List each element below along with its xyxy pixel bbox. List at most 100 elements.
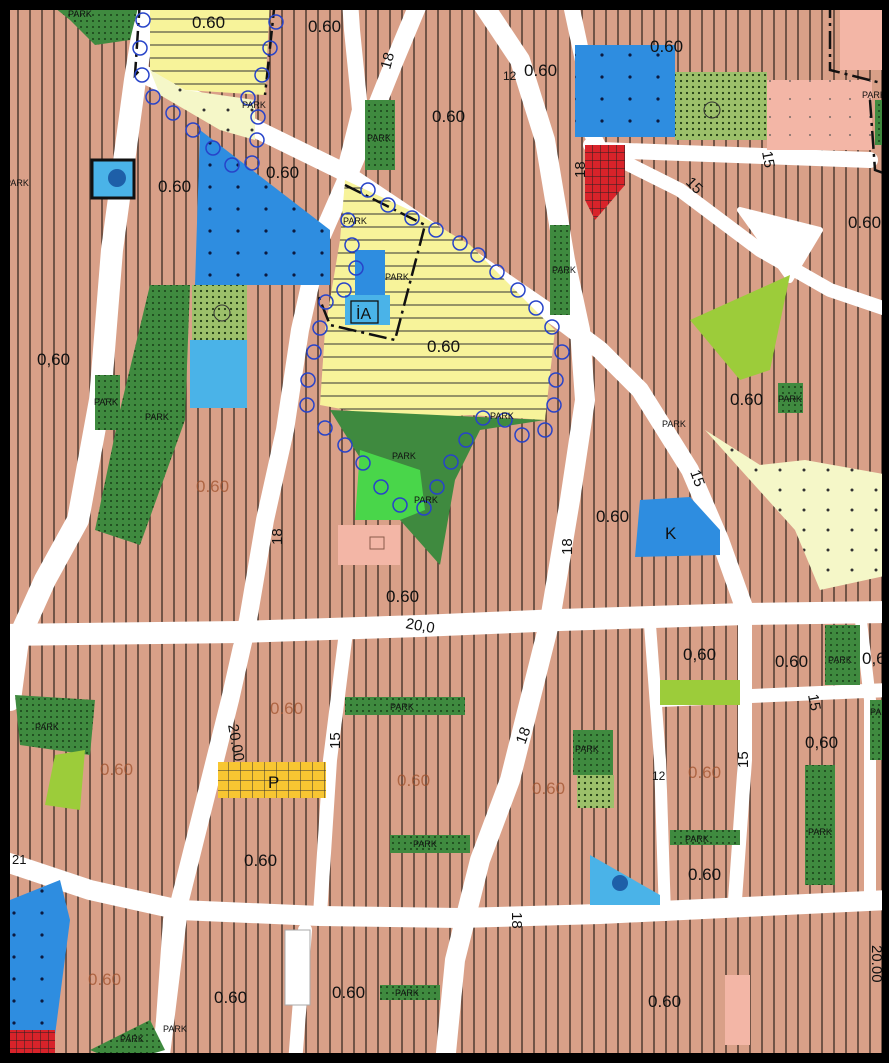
park-label-6: PARK bbox=[552, 265, 576, 275]
density-label-14: 0.60 bbox=[386, 587, 419, 606]
park-label-1: PARK bbox=[68, 9, 92, 19]
density-label-5: 0.60 bbox=[432, 107, 465, 126]
density-label-15: 0,60 bbox=[683, 645, 716, 664]
education-zone-left bbox=[10, 880, 70, 1035]
density-label-12: 0.60 bbox=[196, 477, 229, 496]
education-zone-large bbox=[195, 130, 330, 285]
density-label-24: 0.60 bbox=[244, 851, 277, 870]
density-label-11: 0.60 bbox=[730, 390, 763, 409]
park-label-16: PARK bbox=[575, 744, 599, 754]
park-strip-east bbox=[550, 225, 570, 315]
park-label-9: PARK bbox=[490, 411, 514, 421]
density-label-17: 0,6 bbox=[862, 649, 886, 668]
density-label-2: 0.60 bbox=[308, 17, 341, 36]
density-label-8: 0.60 bbox=[848, 213, 881, 232]
pink-zone-top-right bbox=[767, 80, 872, 150]
park-label-17: PARK bbox=[828, 655, 852, 665]
sports-circle-icon-2 bbox=[703, 101, 721, 119]
park-bright-green bbox=[355, 450, 425, 520]
park-strip-top bbox=[365, 100, 395, 170]
density-label-10: 0,60 bbox=[37, 350, 70, 369]
park-label-15: PARK bbox=[390, 702, 414, 712]
park-label-7: PARK bbox=[94, 397, 118, 407]
density-label-3: 0.60 bbox=[650, 37, 683, 56]
density-label-27: 0.60 bbox=[214, 988, 247, 1007]
density-label-1: 0.60 bbox=[192, 13, 225, 32]
road-width-18-d: 18 bbox=[559, 538, 576, 555]
education-zone-k bbox=[635, 497, 720, 557]
road-width-15-f: 15 bbox=[735, 751, 752, 768]
road-width-15-a: 15 bbox=[758, 150, 778, 169]
pale-zone-east bbox=[705, 430, 889, 590]
park-label-11: PARK bbox=[778, 394, 802, 404]
pink-zone-bottom bbox=[725, 975, 750, 1045]
road-width-12-a: 12 bbox=[503, 69, 517, 83]
sports-circle-icon bbox=[213, 304, 231, 322]
park-label-3: PARK bbox=[367, 133, 391, 143]
park-lime-bar bbox=[660, 680, 740, 705]
park-label-12: PARK bbox=[392, 451, 416, 461]
road-width-15-d: 15 bbox=[804, 693, 824, 712]
park-small-east bbox=[778, 383, 803, 413]
road-width-12-b: 12 bbox=[652, 769, 666, 783]
density-label-6: 0.60 bbox=[158, 177, 191, 196]
park-label-18: PARK bbox=[413, 839, 437, 849]
sports-dotted-1 bbox=[192, 285, 247, 340]
road-width-18-c: 18 bbox=[269, 528, 286, 545]
density-label-13: 0.60 bbox=[596, 507, 629, 526]
park-center-south bbox=[573, 730, 613, 775]
park-left-mid bbox=[15, 695, 95, 755]
park-bar-2 bbox=[390, 835, 470, 853]
park-bottom-left bbox=[90, 1020, 165, 1063]
ia-label-box bbox=[350, 300, 379, 324]
park-top-left bbox=[45, 0, 140, 45]
park-lime bbox=[690, 275, 790, 380]
education-zone-top bbox=[575, 45, 675, 137]
road-width-21-edge: 21 bbox=[12, 852, 26, 867]
density-label-21: 0.60 bbox=[397, 771, 430, 790]
park-label-14: PARK bbox=[35, 722, 59, 732]
density-label-18: 0.60 bbox=[270, 699, 303, 718]
density-label-28: 0.60 bbox=[332, 983, 365, 1002]
density-label-19: 0,60 bbox=[805, 733, 838, 752]
park-label-24: PARK bbox=[862, 90, 886, 100]
density-label-23: 0.60 bbox=[688, 763, 721, 782]
road-width-20-b: 20.00 bbox=[868, 945, 885, 983]
density-label-25: 0.60 bbox=[688, 865, 721, 884]
density-label-4: 0.60 bbox=[524, 61, 557, 80]
ia-label: İA bbox=[356, 304, 371, 323]
health-zone-left bbox=[190, 340, 247, 408]
park-label-4: PARK bbox=[343, 216, 367, 226]
density-label-26: 0.60 bbox=[88, 970, 121, 989]
park-lime-left bbox=[45, 750, 85, 810]
park-label-25: PARK bbox=[870, 707, 889, 717]
facility-square-icon bbox=[369, 536, 385, 550]
park-west bbox=[95, 285, 190, 545]
road-width-18-a: 18 bbox=[377, 51, 398, 72]
density-label-9: 0.60 bbox=[427, 337, 460, 356]
park-label-10: PARK bbox=[662, 419, 686, 429]
park-label-21: PARK bbox=[395, 988, 419, 998]
park-small-west bbox=[95, 375, 120, 430]
park-central-triangle bbox=[330, 410, 545, 565]
density-label-16: 0.60 bbox=[775, 652, 808, 671]
density-label-20: 0.60 bbox=[100, 760, 133, 779]
park-center-south-dots bbox=[577, 775, 614, 808]
pink-zone-park-south bbox=[338, 525, 400, 565]
park-label-5: PARK bbox=[385, 272, 409, 282]
road-width-15-c: 15 bbox=[686, 468, 708, 489]
road-width-18-f: 18 bbox=[508, 912, 525, 929]
health-symbol-icon-2 bbox=[612, 875, 628, 891]
commercial-zone-center bbox=[320, 180, 555, 420]
red-grid-north bbox=[585, 145, 625, 220]
road-width-20-comma: 20,0 bbox=[404, 615, 436, 637]
park-label-23: PARK bbox=[163, 1024, 187, 1034]
white-building-bottom bbox=[284, 929, 311, 1006]
park-label-22: PARK bbox=[120, 1034, 144, 1044]
p-label: P bbox=[268, 773, 279, 792]
road-width-18-e: 18 bbox=[513, 725, 535, 746]
health-building-small bbox=[90, 158, 136, 200]
ia-annex bbox=[355, 250, 385, 295]
pink-zone-top-edge bbox=[840, 10, 889, 70]
